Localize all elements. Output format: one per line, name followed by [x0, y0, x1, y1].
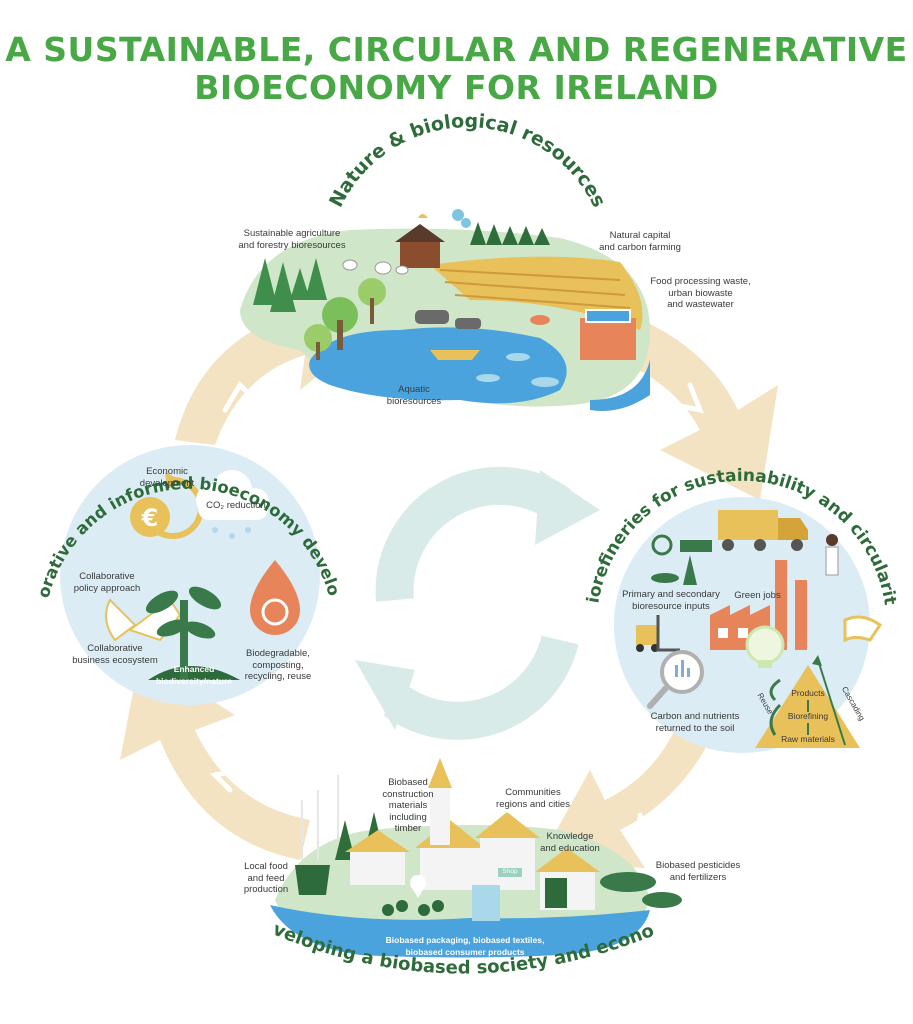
food-processing-label: Food processing waste, urban biowaste an…	[650, 276, 751, 310]
cycle-arrow-bottom-left	[120, 655, 310, 860]
bioresource-inputs-label: Primary and secondary bioresource inputs	[622, 589, 720, 612]
biodegradable-label: Biodegradable, composting, recycling, re…	[244, 648, 312, 682]
products-label: Products	[791, 688, 825, 698]
aquatic-bioresources-label: Aquatic bioresources	[386, 384, 442, 407]
green-jobs-label: Green jobs	[734, 590, 781, 601]
economic-development-label: Economic development	[139, 466, 195, 489]
biobased-packaging-label: Biobased packaging, biobased textiles, b…	[385, 935, 545, 957]
knowledge-education-label: Knowledge and education	[540, 831, 600, 854]
collaborative-policy-label: Collaborative policy approach	[73, 571, 141, 594]
central-cycle-icon	[355, 466, 600, 740]
natural-capital-label: Natural capital and carbon farming	[599, 230, 681, 253]
nature-section: Nature & biological resources	[240, 110, 650, 411]
sustainable-agriculture-label: Sustainable agriculture and forestry bio…	[238, 228, 346, 251]
title-line-1: A SUSTAINABLE, CIRCULAR AND REGENERATIVE	[5, 30, 908, 69]
construction-materials-label: Biobased construction materials includin…	[382, 777, 434, 834]
local-food-label: Local food and feed production	[243, 861, 289, 895]
nature-heading: Nature & biological resources	[325, 110, 610, 211]
raw-materials-label: Raw materials	[781, 734, 835, 744]
carbon-nutrients-label: Carbon and nutrients returned to the soi…	[650, 711, 740, 734]
biobased-pesticides-label: Biobased pesticides and fertilizers	[655, 860, 741, 883]
communities-label: Communities regions and cities	[496, 787, 570, 810]
title-line-2: BIOECONOMY FOR IRELAND	[194, 68, 719, 107]
biorefining-label: Biorefining	[787, 711, 829, 721]
collaborative-business-label: Collaborative business ecosystem	[72, 643, 158, 666]
shop-sign-label: Shop	[502, 868, 518, 875]
euro-symbol: €	[141, 504, 159, 532]
enhanced-biodiversity-label: Enhanced biodiversity/nature	[155, 664, 233, 686]
co2-reduction-label: CO₂ reduction	[206, 500, 266, 511]
